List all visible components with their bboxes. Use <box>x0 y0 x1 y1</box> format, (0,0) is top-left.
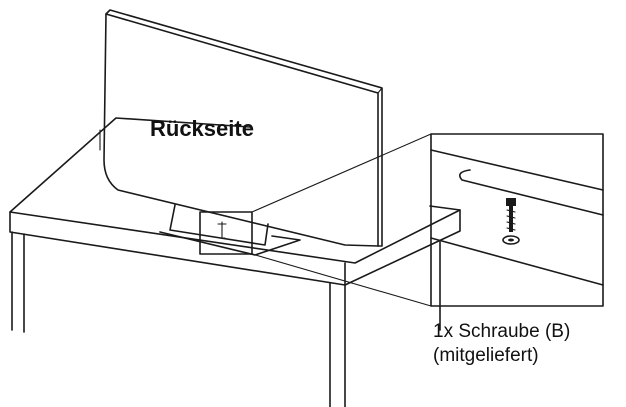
zoom-stand-slot <box>459 169 604 216</box>
screw-caption: 1x Schraube (B) (mitgeliefert) <box>433 320 570 368</box>
table-leg-front <box>329 282 346 407</box>
tv <box>103 9 383 256</box>
highlight-box <box>199 211 253 255</box>
zoom-stand-bottom-edge <box>430 237 604 286</box>
screw-icon <box>502 198 520 245</box>
table-top <box>9 117 461 264</box>
callout <box>251 133 604 307</box>
tv-stand-base <box>159 231 301 256</box>
callout-connector-top <box>251 133 432 213</box>
tv-edge-inner <box>377 87 383 94</box>
callout-box <box>430 133 604 307</box>
table-apron-front <box>9 211 346 286</box>
table <box>9 117 461 407</box>
zoom-stand-top-edge <box>430 149 604 191</box>
tv-stand-neck <box>169 204 269 246</box>
callout-connector-bottom <box>251 253 432 307</box>
tv-back-panel <box>103 13 379 247</box>
table-apron-right <box>344 209 461 286</box>
screw-caption-line2: (mitgeliefert) <box>433 345 539 366</box>
stand-screw-small <box>217 221 227 239</box>
table-leg-left <box>11 231 25 333</box>
back-label: Rückseite <box>150 116 254 141</box>
screw-caption-line1: 1x Schraube (B) <box>433 321 571 342</box>
